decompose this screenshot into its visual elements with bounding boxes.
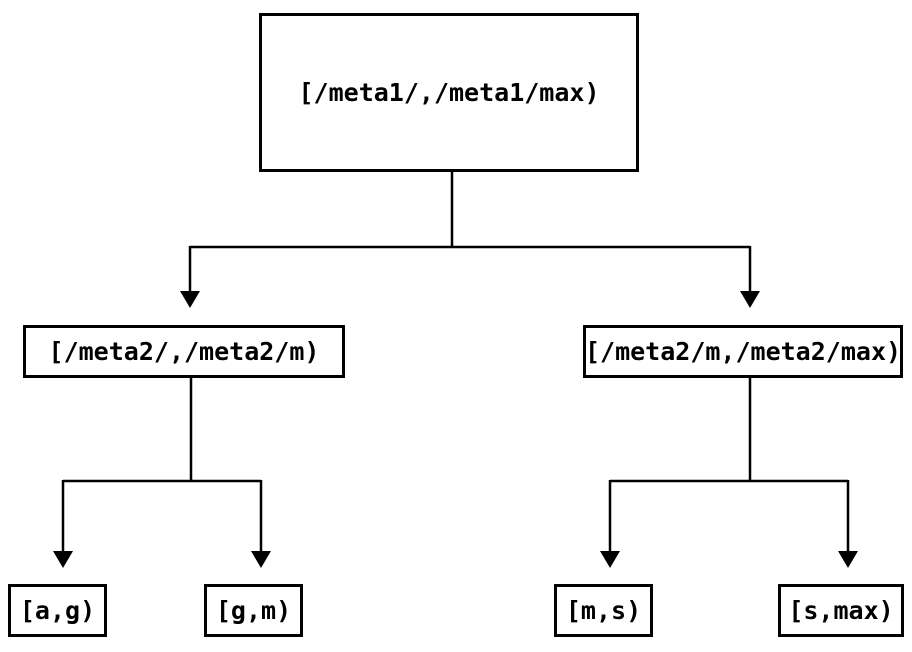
- node-left-right: [g,m): [204, 584, 303, 637]
- arrowhead-lr: [251, 551, 271, 568]
- node-left-left-label: [a,g): [19, 596, 96, 625]
- node-right-label: [/meta2/m,/meta2/max): [584, 337, 902, 366]
- arrowhead-right: [740, 291, 760, 308]
- node-left-left: [a,g): [8, 584, 107, 637]
- arrowhead-ll: [53, 551, 73, 568]
- node-right-right-label: [s,max): [788, 596, 894, 625]
- node-right: [/meta2/m,/meta2/max): [583, 325, 903, 378]
- node-right-left: [m,s): [554, 584, 653, 637]
- node-left: [/meta2/,/meta2/m): [23, 325, 345, 378]
- arrowhead-rr: [838, 551, 858, 568]
- node-root: [/meta1/,/meta1/max): [259, 13, 639, 172]
- node-right-left-label: [m,s): [565, 596, 642, 625]
- node-right-right: [s,max): [778, 584, 904, 637]
- node-left-right-label: [g,m): [215, 596, 292, 625]
- arrowhead-rl: [600, 551, 620, 568]
- arrowhead-left: [180, 291, 200, 308]
- node-left-label: [/meta2/,/meta2/m): [48, 337, 320, 366]
- node-root-label: [/meta1/,/meta1/max): [298, 78, 600, 107]
